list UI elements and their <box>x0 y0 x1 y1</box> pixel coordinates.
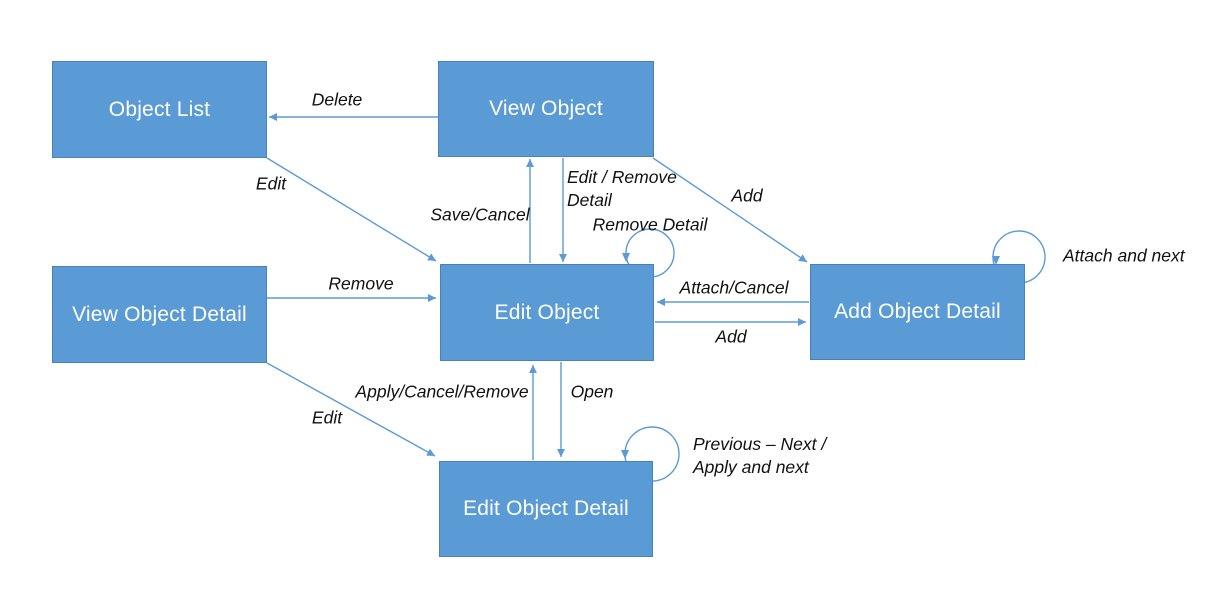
edge-label-previous-next-loop: Previous – Next / Apply and next <box>693 433 826 479</box>
arrow-add-from-view <box>652 157 808 263</box>
node-view-object-detail-label: View Object Detail <box>72 302 247 326</box>
edge-label-open: Open <box>570 381 614 402</box>
node-object-list-label: Object List <box>108 97 211 121</box>
arrow-edit-from-list <box>266 157 437 262</box>
edge-label-remove: Remove <box>328 273 394 294</box>
self-loop-remove-detail-arrowhead <box>622 253 630 262</box>
node-add-object-detail-label: Add Object Detail <box>834 300 1001 323</box>
edge-label-edit-from-list: Edit <box>255 173 287 194</box>
node-edit-object-detail: Edit Object Detail <box>439 461 653 557</box>
node-edit-object-label: Edit Object <box>494 300 600 324</box>
edge-label-attach-and-next-loop: Attach and next <box>1063 245 1185 266</box>
edge-label-delete: Delete <box>311 89 363 110</box>
node-view-object-detail: View Object Detail <box>52 266 267 363</box>
edge-label-remove-detail-loop: Remove Detail <box>592 214 708 235</box>
self-loop-attach-and-next-arrowhead <box>992 256 1000 265</box>
edge-label-previous-next-loop-line2: Apply and next <box>693 457 809 477</box>
edge-label-edit-remove-detail: Edit / Remove Detail <box>567 166 677 212</box>
edge-label-previous-next-loop-line1: Previous – Next / <box>693 434 827 454</box>
edge-label-add-to-detail: Add <box>715 326 747 347</box>
node-add-object-detail: Add Object Detail <box>810 264 1025 360</box>
node-view-object: View Object <box>438 61 654 157</box>
node-view-object-label: View Object <box>489 97 603 120</box>
edge-label-apply-cancel-remove: Apply/Cancel/Remove <box>355 381 529 402</box>
node-edit-object: Edit Object <box>440 264 654 361</box>
arrow-edit-from-detail <box>266 362 436 457</box>
node-object-list: Object List <box>52 61 267 158</box>
edge-label-attach-cancel: Attach/Cancel <box>679 277 789 298</box>
node-edit-object-detail-label: Edit Object Detail <box>463 497 629 520</box>
edge-label-edit-from-detail: Edit <box>311 407 343 428</box>
edge-label-edit-remove-detail-line1: Edit / Remove <box>567 167 677 187</box>
edge-label-add-from-view: Add <box>731 185 763 206</box>
edge-label-save-cancel: Save/Cancel <box>430 204 530 225</box>
self-loop-previous-next-arrowhead <box>621 450 629 459</box>
edge-label-edit-remove-detail-line2: Detail <box>567 190 612 210</box>
